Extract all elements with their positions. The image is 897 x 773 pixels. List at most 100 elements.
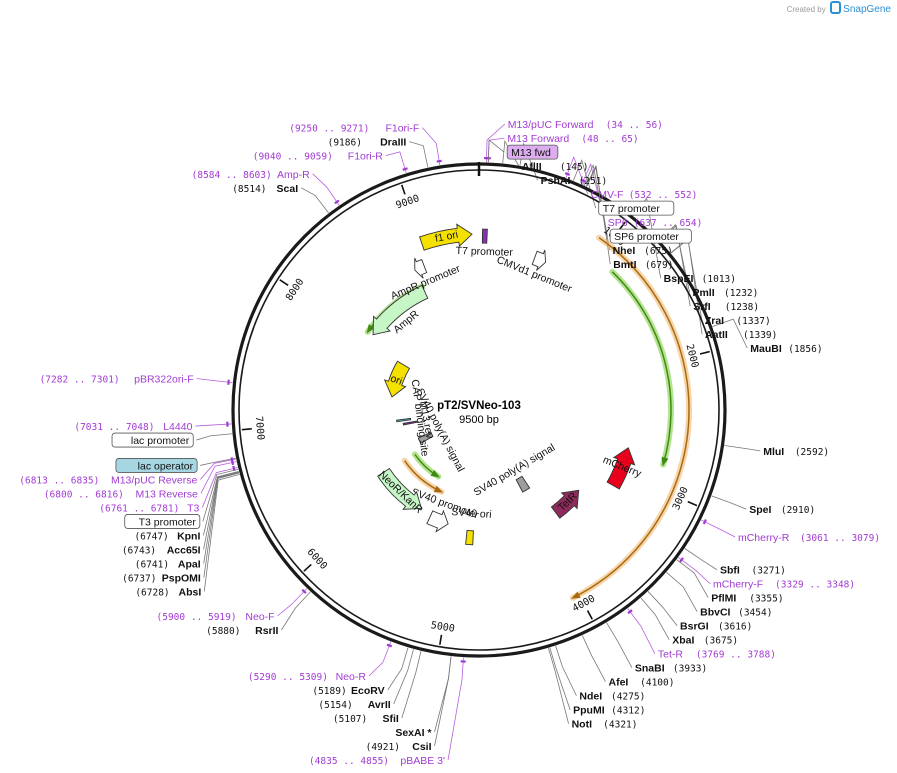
- label-leaders: [195, 123, 761, 761]
- primer-name: Neo-F: [245, 611, 274, 623]
- outer-box-frame: [111, 432, 194, 448]
- site-position: (3933): [673, 664, 707, 675]
- primer-name: Neo-R: [336, 671, 367, 683]
- site-13-leader: [676, 559, 709, 598]
- primer-position: (5900 .. 5919): [157, 612, 237, 623]
- box-3-label: lac promoter: [111, 432, 194, 448]
- feature-f1-ori: [419, 223, 473, 251]
- primer-17-label: F1ori-F(9250 .. 9271): [289, 123, 419, 135]
- feature-label-sv40-poly-a-signal: SV40 poly(A) signal: [472, 442, 558, 499]
- site-name: BspEI: [664, 273, 694, 285]
- feature-label-ori: ori: [389, 373, 404, 388]
- primer-0-leader: [485, 123, 505, 163]
- primer-position: (9040 .. 9059): [253, 152, 333, 163]
- primer-position: (34 .. 56): [606, 120, 663, 131]
- tick-mark: [586, 610, 593, 620]
- site-11-leader: [711, 495, 747, 510]
- box-5-label: T3 promoter: [124, 514, 201, 529]
- site-21-leader: [548, 647, 569, 724]
- site-31-label: Acc65I(6743): [122, 544, 201, 556]
- box-4-label: lac operator: [115, 458, 198, 473]
- site-12-label: SbfI(3271): [720, 565, 786, 577]
- site-32-leader: [203, 470, 239, 536]
- site-32-label: KpnI(6747): [134, 530, 200, 542]
- primer-position: (637 .. 654): [634, 218, 703, 229]
- feature-sv40-promoter: [426, 509, 449, 533]
- feature-ampr-promoter: [414, 257, 428, 279]
- primer-16-label: F1ori-R (9040 .. 9059): [253, 151, 383, 163]
- tick-label: 9000: [395, 193, 421, 211]
- box-4-leader: [200, 457, 236, 466]
- site-15-leader: [647, 591, 678, 626]
- outer-box-frame: [124, 514, 201, 529]
- primer-name: Amp-R: [277, 169, 310, 181]
- site-2-leader: [585, 165, 610, 251]
- primer-8-label: Neo-R(5290 .. 5309): [248, 671, 366, 683]
- primer-9-leader: [277, 588, 308, 617]
- site-33-label: ScaI(8514): [232, 183, 298, 195]
- site-20-leader: [549, 647, 571, 710]
- site-position: (5154): [318, 700, 352, 711]
- site-name: MauBI: [750, 343, 782, 355]
- snapgene-logo-icon: [829, 1, 841, 14]
- site-26-leader: [387, 647, 409, 691]
- site-24-leader: [401, 651, 422, 719]
- site-17-label: SnaBI(3933): [635, 663, 707, 675]
- site-23-leader: [434, 656, 452, 747]
- site-14-label: BbvCI(3454): [700, 607, 772, 619]
- feature-sv40-poly-a-signal: [417, 431, 434, 444]
- site-18-leader: [581, 635, 606, 682]
- primer-6-label: Tet-R(3769 .. 3788): [658, 649, 776, 661]
- site-26-label: EcoRV(5189): [312, 685, 384, 697]
- site-21-label: NotI(4321): [572, 719, 638, 731]
- tick-mark: [439, 634, 443, 645]
- site-position: (1232): [724, 288, 758, 299]
- primer-name: F1ori-R: [348, 151, 383, 163]
- site-position: (4275): [611, 692, 645, 703]
- primer-name: pBABE 3': [400, 755, 445, 767]
- site-position: (4312): [611, 706, 645, 717]
- orf-arrowhead: [661, 456, 669, 467]
- site-23-label: CsiI(4921): [366, 741, 432, 753]
- orf-arrowhead: [430, 469, 441, 478]
- orf-arrowhead: [366, 324, 375, 334]
- primer-2-label: CMV-F(532 .. 552): [591, 189, 698, 201]
- primer-14-binding-mark: [227, 379, 230, 385]
- site-name: BmtI: [613, 259, 636, 271]
- primer-13-leader: [195, 423, 232, 427]
- primer-17-leader: [422, 127, 441, 166]
- outer-box-text: M13 fwd: [511, 147, 551, 159]
- feature-sv40-ori: [465, 529, 474, 546]
- primer-12-leader: [200, 458, 236, 480]
- primer-name: pBR322ori-F: [134, 373, 194, 385]
- primer-11-label: M13 Reverse(6800 .. 6816): [44, 488, 198, 500]
- primer-4-label: mCherry-R(3061 .. 3079): [738, 532, 880, 544]
- primer-name: SP6: [608, 217, 628, 229]
- primer-5-label: mCherry-F(3329 .. 3348): [713, 579, 855, 591]
- orf-arc-line: [611, 271, 672, 465]
- site-position: (4921): [366, 742, 400, 753]
- feature-tetr: [550, 489, 580, 519]
- primer-0-label: M13/pUC Forward(34 .. 56): [508, 119, 663, 131]
- primer-9-binding-mark: [301, 588, 307, 594]
- primer-position: (7282 .. 7301): [40, 374, 120, 385]
- site-24-label: SfiI(5107): [333, 713, 399, 725]
- primer-1-label: M13 Forward(48 .. 65): [507, 133, 638, 145]
- site-12-leader: [684, 548, 718, 571]
- primer-15-leader: [312, 173, 340, 206]
- site-34-label: DraIII(9186): [328, 137, 407, 149]
- site-name: XbaI: [672, 635, 694, 647]
- site-name: RsrII: [255, 625, 278, 637]
- site-name: PmlI: [692, 287, 714, 299]
- feature-t7-promoter: [481, 228, 488, 244]
- site-position: (5107): [333, 714, 367, 725]
- primer-position: (3329 .. 3348): [775, 580, 855, 591]
- site-name: MluI: [763, 446, 784, 458]
- site-position: (6747): [134, 531, 168, 542]
- tick-mark: [303, 563, 312, 572]
- site-11-label: SpeI(2910): [749, 504, 815, 516]
- site-14-leader: [666, 572, 698, 612]
- site-28-leader: [203, 473, 240, 592]
- feature-label-t7-promoter: T7 promoter: [455, 245, 513, 259]
